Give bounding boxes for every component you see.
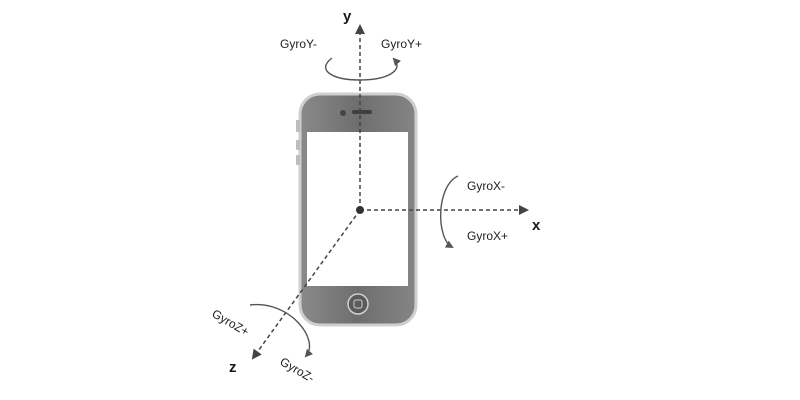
rotation-arrow-icon: [249, 304, 313, 358]
y-axis-label: y: [343, 8, 352, 25]
origin-point: [356, 206, 364, 214]
phone-side-button: [296, 140, 300, 150]
gyro-x-minus-label: GyroX-: [467, 179, 505, 193]
phone-side-button: [296, 155, 300, 165]
home-button-icon: [347, 293, 369, 315]
gyro-x-plus-label: GyroX+: [467, 229, 508, 243]
speaker-grille: [352, 110, 372, 114]
z-axis-label: z: [229, 359, 237, 376]
gyro-y-minus-label: GyroY-: [280, 37, 317, 51]
rotation-arrow-icon: [440, 175, 459, 248]
gyro-y-plus-label: GyroY+: [381, 37, 422, 51]
rotation-arrow-icon: [325, 57, 401, 81]
front-camera-icon: [340, 110, 346, 116]
z-axis-line: [251, 209, 361, 360]
phone-side-button: [296, 120, 300, 132]
gyro-z-minus-label: GyroZ-: [278, 354, 317, 385]
gyro-z-plus-label: GyroZ+: [210, 306, 252, 338]
x-axis-label: x: [532, 217, 541, 234]
home-button-square: [353, 299, 363, 309]
